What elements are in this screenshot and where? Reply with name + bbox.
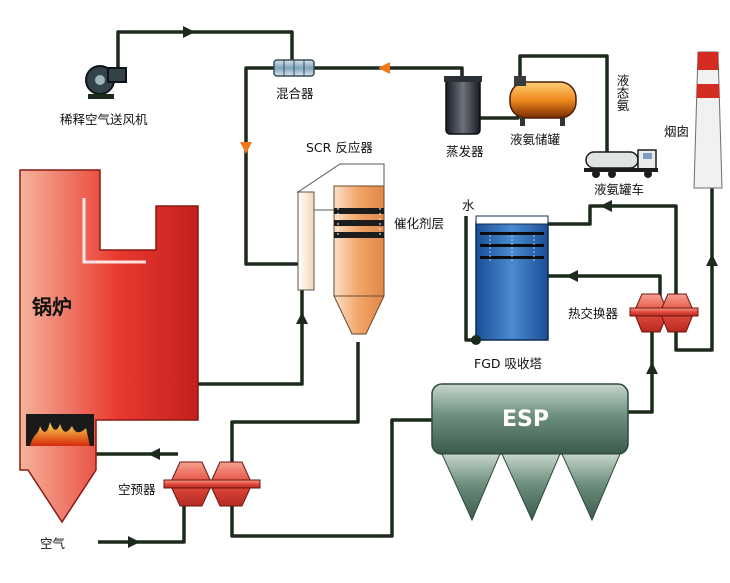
liquid-ammonia-label-group: 液态氨 [615,73,630,112]
pipe-fgd-to-hx [548,204,678,294]
flow-arrows [128,26,718,548]
arrow-left-icon [148,448,160,460]
ammonia-storage-tank[interactable]: 液氨储罐 [509,76,577,147]
pipe-esp-to-hx [628,332,654,414]
label-evaporator: 蒸发器 [446,144,484,159]
truck-window [643,153,652,159]
tank-body [509,81,577,119]
chimney-body [693,51,723,189]
preheater-shaft [163,479,261,489]
tank-valve [514,76,526,86]
label-scr-reactor: SCR 反应器 [306,140,373,155]
mixer[interactable]: 混合器 [273,59,315,101]
label-air: 空气 [40,536,66,551]
fan-outlet [107,67,127,83]
scr-body [333,185,385,297]
label-water: 水 [462,198,475,213]
label-chimney: 烟囱 [664,124,689,139]
chimney-band-mid [696,84,720,98]
truck-wheel [592,170,600,178]
pipe-preheater-to-esp [230,418,432,538]
label-boiler: 锅炉 [32,295,72,319]
label-ammonia-tank: 液氨储罐 [510,132,561,147]
arrow-left-orange-icon [378,62,390,74]
catalyst-layers [334,208,384,238]
evaporator-cap [444,76,482,82]
tank-leg-left [520,118,525,126]
boiler[interactable]: 锅炉 [19,169,199,524]
truck-wheel [644,170,652,178]
tanker-truck-icon [585,151,639,169]
arrow-right-air-icon [128,536,140,548]
fgd-top [475,215,549,225]
pipe-air-inlet [98,506,186,544]
arrow-right-icon [183,26,195,38]
arrow-left-fgd-icon [566,270,578,282]
fgd-absorber-tower[interactable]: 水 FGD 吸收塔 [462,198,549,371]
pipe-scr-to-preheater [230,342,360,462]
esp-hopper-3 [561,453,621,522]
heat-exchanger[interactable]: 热交换器 [568,293,699,333]
dilution-air-fan[interactable]: 稀释空气送风机 [60,65,148,127]
chimney-band-top [697,52,719,70]
arrow-left-fgd-top-icon [600,200,612,212]
label-esp: ESP [502,407,549,432]
boiler-inner-outline [82,198,146,264]
arrow-up-hx-icon [646,362,658,374]
pipe-hx-to-chimney [674,188,714,352]
pipe-tank-to-truck [518,54,609,152]
chimney[interactable]: 烟囱 [664,51,723,189]
electrostatic-precipitator[interactable]: ESP [431,383,629,522]
fire-icon [30,422,90,446]
label-heat-exchanger: 热交换器 [568,306,619,321]
label-catalyst-layer: 催化剂层 [394,216,444,231]
pipe-boiler-to-scr [198,290,304,386]
fan-hub [95,75,105,85]
tank-leg-right [560,118,565,126]
label-dilution-fan: 稀释空气送风机 [60,112,148,127]
label-liquid-ammonia: 液态氨 [615,73,630,112]
pipe-fan-to-mixer [116,30,294,75]
arrow-up-icon [296,312,308,324]
truck-wheel [608,170,616,178]
label-fgd-tower: FGD 吸收塔 [474,356,542,371]
label-tanker-truck: 液氨罐车 [594,182,644,197]
fan-base [88,94,114,99]
air-preheater[interactable]: 空预器 [118,461,261,507]
hx-shaft [629,307,699,317]
label-mixer: 混合器 [276,86,314,101]
fgd-body [475,221,549,341]
tanker-truck[interactable]: 液氨罐车 [584,149,658,197]
evaporator-body [445,77,481,135]
truck-chassis [584,168,658,172]
arrow-up-chimney-icon [706,254,718,266]
label-air-preheater: 空预器 [118,482,156,497]
scr-inlet-duct [297,191,315,291]
scr-reactor[interactable]: SCR 反应器 催化剂层 [296,140,444,335]
esp-hopper-2 [501,453,561,522]
pump-icon [471,335,481,345]
esp-hopper-1 [441,453,501,522]
boiler-body [19,169,199,524]
pipe-mixer-to-scr [244,66,304,266]
evaporator[interactable]: 蒸发器 [444,76,484,159]
fgd-spray-nozzles [480,232,544,262]
scr-hopper [333,295,385,335]
arrow-down-orange-icon [240,142,252,154]
